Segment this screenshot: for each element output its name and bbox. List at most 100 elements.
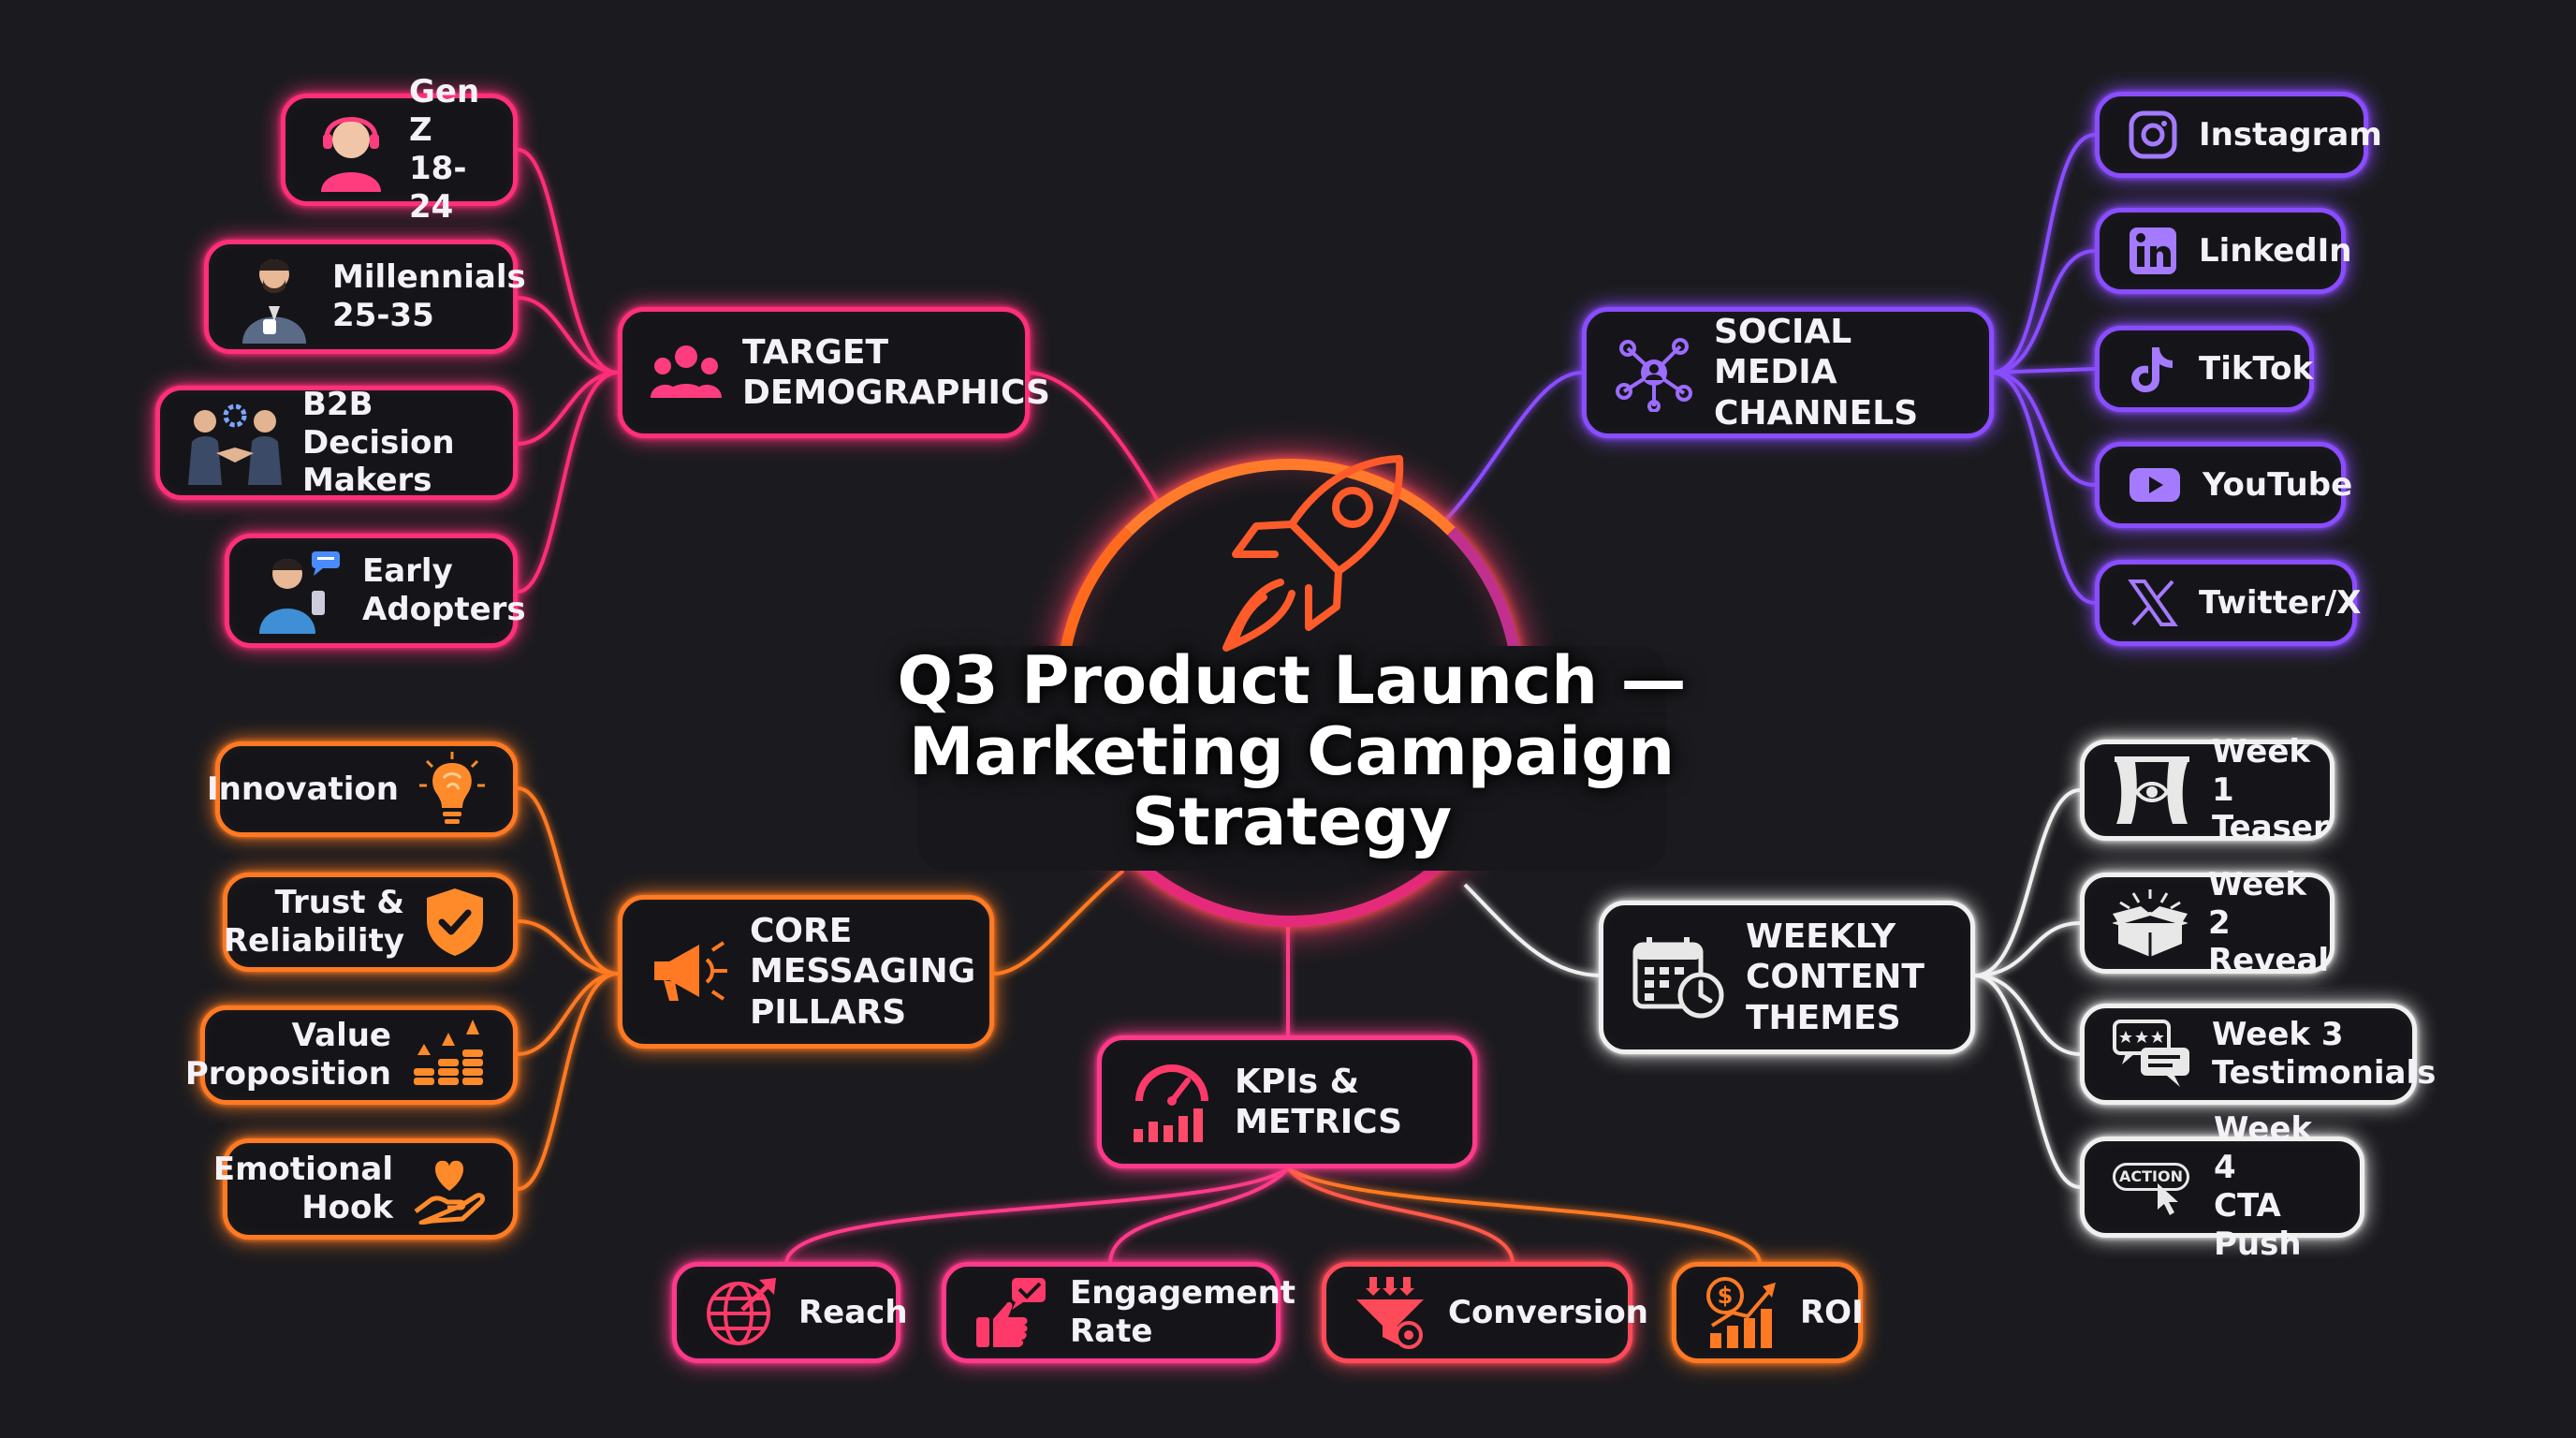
leaf-label: B2B Decision Makers <box>302 385 455 500</box>
curtain-eye-icon <box>2115 756 2189 824</box>
brain-bulb-icon <box>419 752 485 824</box>
leaf-label: Innovation <box>207 770 399 808</box>
action-pill: ACTION <box>2113 1163 2189 1191</box>
social-linkedin[interactable]: LinkedIn <box>2095 208 2351 294</box>
link-week-3 <box>1974 974 2081 1056</box>
group-icon <box>651 345 722 398</box>
link-demo-early <box>517 371 619 594</box>
pillar-trust-reliability[interactable]: Trust & Reliability <box>223 873 518 972</box>
svg-text:$: $ <box>1718 1283 1734 1309</box>
link-kpi-conversion <box>1286 1167 1515 1265</box>
social-instagram[interactable]: Instagram <box>2095 92 2382 178</box>
title-backdrop <box>917 646 1666 871</box>
branch-label: KPIs & METRICS <box>1235 1062 1403 1141</box>
thumbs-up-icon <box>976 1278 1046 1347</box>
calendar-clock-icon <box>1632 937 1724 1019</box>
leaf-label: Millennials 25-35 <box>332 258 526 334</box>
link-kpi-engagement <box>1108 1167 1290 1265</box>
gen-z-person-icon <box>321 117 381 192</box>
leaf-label: Instagram <box>2199 115 2382 154</box>
leaf-label: Week 1 Teaser <box>2212 732 2329 847</box>
demographic-b2b-decision-makers[interactable]: B2B Decision Makers <box>155 386 518 500</box>
leaf-label: Week 3 Testimonials <box>2212 1016 2437 1092</box>
leaf-label: Reach <box>798 1293 908 1331</box>
handshake-icon <box>188 404 282 485</box>
link-msg-emotional <box>517 972 619 1191</box>
pillar-value-proposition[interactable]: Value Proposition <box>185 1005 518 1105</box>
link-social-youtube <box>1991 371 2096 487</box>
week-1-teaser[interactable]: Week 1 Teaser <box>2080 733 2334 846</box>
leaf-label: ROI <box>1800 1293 1864 1331</box>
pillar-innovation[interactable]: Innovation <box>207 741 518 837</box>
social-tiktok[interactable]: TikTok <box>2095 326 2314 412</box>
early-adopter-icon <box>259 551 340 634</box>
leaf-label: TikTok <box>2199 349 2314 388</box>
cursor-arrow-icon <box>2158 1183 2178 1215</box>
gauge-bars-icon <box>1134 1064 1208 1142</box>
kpi-conversion[interactable]: Conversion <box>1322 1262 1648 1363</box>
link-kpi-reach <box>784 1167 1290 1265</box>
link-msg-value <box>517 972 619 1056</box>
link-social-linkedin <box>1991 249 2096 374</box>
leaf-label: LinkedIn <box>2199 231 2352 270</box>
link-center-demographics <box>1027 371 1163 506</box>
review-bubbles-icon <box>2113 1020 2189 1087</box>
rocket-icon <box>1222 455 1404 652</box>
heart-hand-icon <box>414 1160 485 1225</box>
link-social-tiktok <box>1991 367 2096 374</box>
branch-core-messaging-pillars[interactable]: CORE MESSAGING PILLARS <box>618 895 994 1049</box>
link-social-instagram <box>1991 133 2096 374</box>
kpi-roi[interactable]: $ ROI <box>1672 1262 1864 1363</box>
leaf-label: Emotional Hook <box>212 1151 393 1226</box>
instagram-icon <box>2129 110 2177 159</box>
center-title: Q3 Product Launch — Marketing Campaign S… <box>897 642 1687 861</box>
leaf-label: Trust & Reliability <box>223 884 404 960</box>
link-demo-millennials <box>517 296 619 374</box>
branch-kpis-metrics[interactable]: KPIs & METRICS <box>1097 1035 1477 1168</box>
leaf-label: Conversion <box>1448 1293 1648 1331</box>
action-cursor-icon: ACTION <box>2113 1157 2193 1217</box>
leaf-label: Value Proposition <box>184 1017 391 1093</box>
linkedin-icon <box>2130 227 2176 274</box>
leaf-label: Week 4 CTA Push <box>2214 1110 2313 1263</box>
link-msg-innovation <box>517 786 619 976</box>
demographic-millennials[interactable]: Millennials 25-35 <box>204 240 526 354</box>
branch-target-demographics[interactable]: TARGET DEMOGRAPHICS <box>618 307 1050 438</box>
leaf-label: Engagement Rate <box>1070 1274 1296 1350</box>
social-youtube[interactable]: YouTube <box>2095 442 2352 528</box>
link-msg-trust <box>517 919 619 976</box>
link-center-social <box>1440 371 1583 526</box>
link-week-4 <box>1974 974 2081 1189</box>
demographic-early-adopters[interactable]: Early Adopters <box>225 534 526 648</box>
branch-social-media-channels[interactable]: SOCIAL MEDIA CHANNELS <box>1582 307 1994 438</box>
kpi-reach[interactable]: Reach <box>672 1262 908 1363</box>
twitter-x-icon <box>2128 580 2178 626</box>
megaphone-icon <box>654 941 727 1001</box>
branch-label: WEEKLY CONTENT THEMES <box>1746 917 1925 1037</box>
link-week-2 <box>1974 921 2081 977</box>
kpi-engagement-rate[interactable]: Engagement Rate <box>942 1262 1295 1363</box>
dollar-chart-icon: $ <box>1706 1277 1776 1348</box>
week-2-reveal[interactable]: Week 2 Reveal <box>2080 866 2334 979</box>
week-4-cta-push[interactable]: ACTION Week 4 CTA Push <box>2080 1110 2364 1263</box>
link-social-twitter <box>1991 371 2096 605</box>
shield-check-icon <box>427 888 483 956</box>
link-center-weekly <box>1463 883 1602 977</box>
social-twitter-x[interactable]: Twitter/X <box>2095 560 2362 646</box>
branch-label: TARGET DEMOGRAPHICS <box>742 332 1050 412</box>
demographic-gen-z[interactable]: Gen Z 18-24 <box>281 73 518 226</box>
link-demo-b2b <box>517 371 619 446</box>
leaf-label: Twitter/X <box>2199 583 2362 622</box>
branch-weekly-content-themes[interactable]: WEEKLY CONTENT THEMES <box>1599 901 1975 1054</box>
globe-icon <box>707 1278 776 1345</box>
network-icon <box>1616 338 1692 412</box>
millennial-person-icon <box>242 259 306 344</box>
leaf-label: Gen Z 18-24 <box>409 73 480 226</box>
link-center-messaging <box>993 869 1125 976</box>
youtube-icon <box>2130 468 2180 502</box>
coins-growth-icon <box>414 1020 483 1085</box>
leaf-label: Early Adopters <box>362 552 526 628</box>
pillar-emotional-hook[interactable]: Emotional Hook <box>213 1138 518 1240</box>
week-3-testimonials[interactable]: Week 3 Testimonials <box>2080 1004 2436 1105</box>
